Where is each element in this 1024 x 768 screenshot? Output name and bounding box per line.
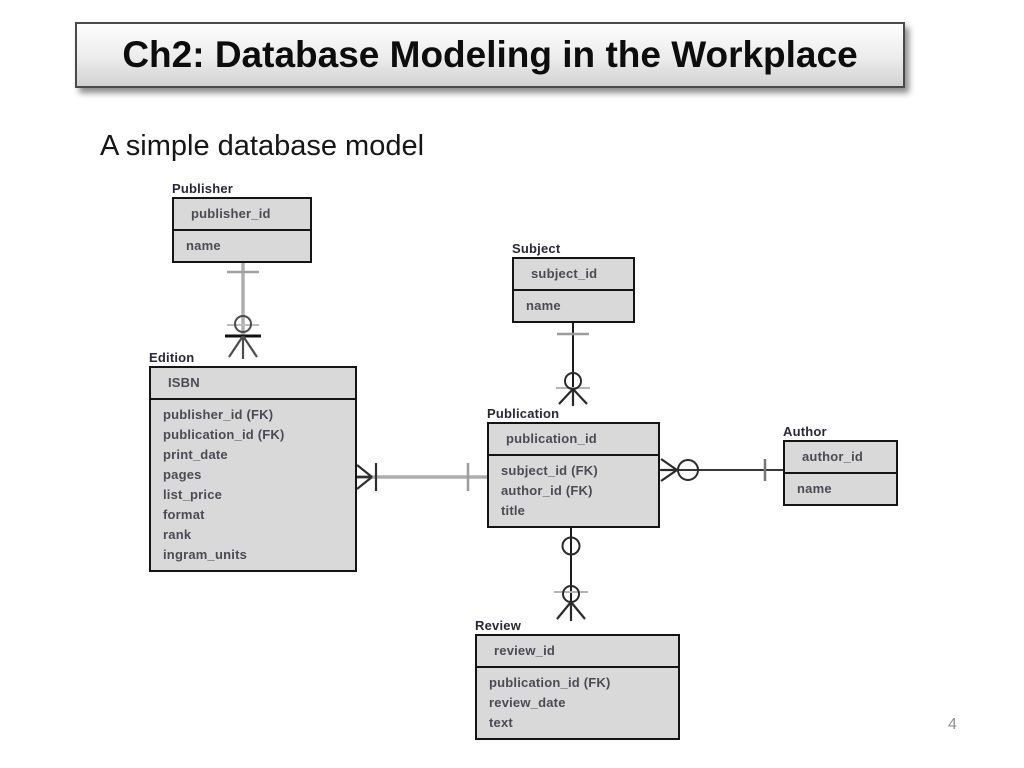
entity-label: Review (475, 618, 522, 633)
cardinality-zero-circle (564, 372, 582, 390)
attribute-list: name (174, 231, 310, 261)
entity-author: Author author_id name (783, 424, 898, 506)
primary-key-cell: ISBN (151, 368, 355, 400)
attribute-cell: ingram_units (163, 547, 248, 562)
entity-table: ISBN publisher_id (FK) publication_id (F… (149, 366, 357, 572)
entity-review: Review review_id publication_id (FK) rev… (475, 618, 680, 740)
page-number: 4 (948, 716, 957, 733)
entity-table: publication_id subject_id (FK) author_id… (487, 422, 660, 528)
attribute-cell: subject_id (FK) (501, 463, 598, 478)
entity-subject: Subject subject_id name (512, 241, 635, 323)
attribute-list: publication_id (FK) review_date text (477, 668, 678, 738)
attribute-cell: pages (163, 467, 202, 482)
slide-title: Ch2: Database Modeling in the Workplace (122, 34, 858, 75)
crow-foot-many-icon (660, 458, 678, 482)
attribute-cell: list_price (163, 487, 223, 502)
entity-table: subject_id name (512, 257, 635, 323)
entity-label: Publication (487, 406, 560, 421)
entity-edition: Edition ISBN publisher_id (FK) publicati… (149, 350, 357, 572)
attribute-cell: name (186, 238, 221, 253)
attribute-cell: publication_id (FK) (163, 427, 285, 442)
entity-table: author_id name (783, 440, 898, 506)
connector-edition-publication (356, 463, 487, 491)
entity-label: Subject (512, 241, 561, 256)
attribute-cell: text (489, 715, 513, 730)
entity-publication: Publication publication_id subject_id (F… (487, 406, 660, 528)
entity-label: Publisher (172, 181, 234, 196)
primary-key-cell: subject_id (514, 259, 633, 291)
entity-label: Edition (149, 350, 195, 365)
primary-key-cell: publication_id (489, 424, 658, 456)
entity-table: publisher_id name (172, 197, 312, 263)
attribute-list: name (785, 474, 896, 504)
attribute-list: publisher_id (FK) publication_id (FK) pr… (151, 400, 355, 570)
primary-key-cell: author_id (785, 442, 896, 474)
primary-key-cell: publisher_id (174, 199, 310, 231)
slide-title-box: Ch2: Database Modeling in the Workplace (75, 22, 905, 88)
entity-table: review_id publication_id (FK) review_dat… (475, 634, 680, 740)
connector-publication-author (660, 458, 783, 482)
attribute-cell: print_date (163, 447, 228, 462)
entity-publisher: Publisher publisher_id name (172, 181, 312, 263)
connector-subject-publication (556, 322, 590, 406)
attribute-cell: publisher_id (FK) (163, 407, 274, 422)
primary-key-cell: review_id (477, 636, 678, 668)
entity-label: Author (783, 424, 827, 439)
attribute-cell: review_date (489, 695, 566, 710)
attribute-cell: author_id (FK) (501, 483, 593, 498)
attribute-cell: title (501, 503, 526, 518)
crow-foot-many-icon (558, 388, 588, 406)
attribute-cell: rank (163, 527, 192, 542)
slide-subtitle: A simple database model (100, 130, 425, 162)
attribute-list: name (514, 291, 633, 321)
attribute-cell: publication_id (FK) (489, 675, 611, 690)
cardinality-zero-circle (677, 459, 699, 481)
attribute-cell: name (526, 298, 561, 313)
attribute-cell: name (797, 481, 832, 496)
attribute-cell: format (163, 507, 205, 522)
cardinality-zero-circle (234, 315, 252, 333)
cardinality-zero-circle (562, 585, 580, 603)
cardinality-zero-circle (561, 536, 581, 556)
crow-foot-many-icon (356, 464, 373, 490)
attribute-list: subject_id (FK) author_id (FK) title (489, 456, 658, 526)
connector-publisher-edition (225, 258, 261, 359)
connector-publication-review (554, 524, 588, 621)
